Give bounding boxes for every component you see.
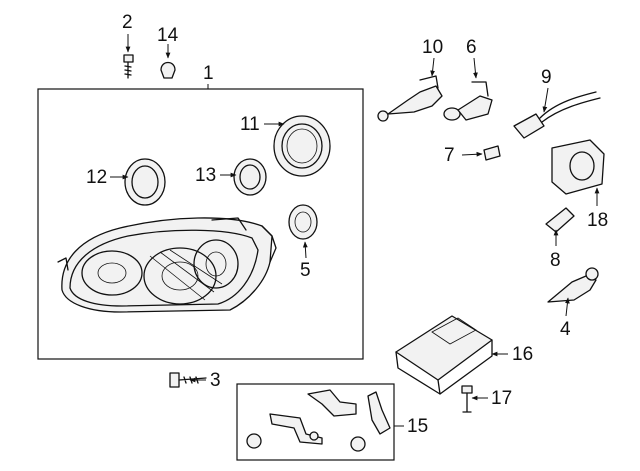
- callout-7: 7: [444, 145, 455, 166]
- callout-6: 6: [466, 37, 477, 58]
- part-14-clip[interactable]: [160, 61, 176, 79]
- leader-10: [430, 57, 435, 77]
- part-5-cap[interactable]: [288, 204, 318, 240]
- part-10-bulb[interactable]: [377, 75, 443, 122]
- part-2-screw[interactable]: [123, 54, 134, 79]
- part-4-bulb[interactable]: [547, 267, 599, 303]
- part-9-socket[interactable]: [513, 91, 601, 139]
- callout-9: 9: [541, 67, 552, 88]
- callout-4: 4: [560, 319, 571, 340]
- part-6-bulb[interactable]: [443, 81, 493, 121]
- callout-15: 15: [407, 416, 428, 437]
- part-17-bolt[interactable]: [461, 385, 473, 413]
- callout-17: 17: [491, 388, 512, 409]
- callout-2: 2: [122, 12, 133, 33]
- leader-5: [302, 241, 308, 259]
- part-7-small-bulb[interactable]: [483, 145, 501, 161]
- part-16-ballast[interactable]: [395, 315, 493, 395]
- leader-7: [461, 151, 483, 157]
- part-11-large-ring[interactable]: [273, 115, 331, 177]
- leader-9: [542, 87, 549, 113]
- callout-10: 10: [422, 37, 443, 58]
- callout-11: 11: [240, 114, 260, 135]
- callout-5: 5: [300, 260, 311, 281]
- callout-12: 12: [86, 167, 107, 188]
- part-18-module[interactable]: [551, 139, 605, 195]
- headlamp-assembly-box: [37, 88, 364, 360]
- leader-4: [565, 297, 570, 317]
- leader-6: [473, 57, 478, 79]
- headlamp-housing[interactable]: [57, 217, 277, 313]
- callout-16: 16: [512, 344, 533, 365]
- callout-14: 14: [157, 25, 179, 46]
- callout-3: 3: [210, 370, 221, 391]
- callout-8: 8: [550, 250, 561, 271]
- part-15-kit-box: [236, 383, 395, 461]
- part-12-ring[interactable]: [124, 158, 166, 206]
- callout-1: 1: [203, 63, 214, 84]
- part-8-bulb[interactable]: [545, 207, 575, 233]
- callout-18: 18: [587, 210, 608, 231]
- callout-13: 13: [195, 165, 216, 186]
- part-15-brackets[interactable]: [246, 389, 391, 452]
- part-13-ring[interactable]: [233, 158, 267, 196]
